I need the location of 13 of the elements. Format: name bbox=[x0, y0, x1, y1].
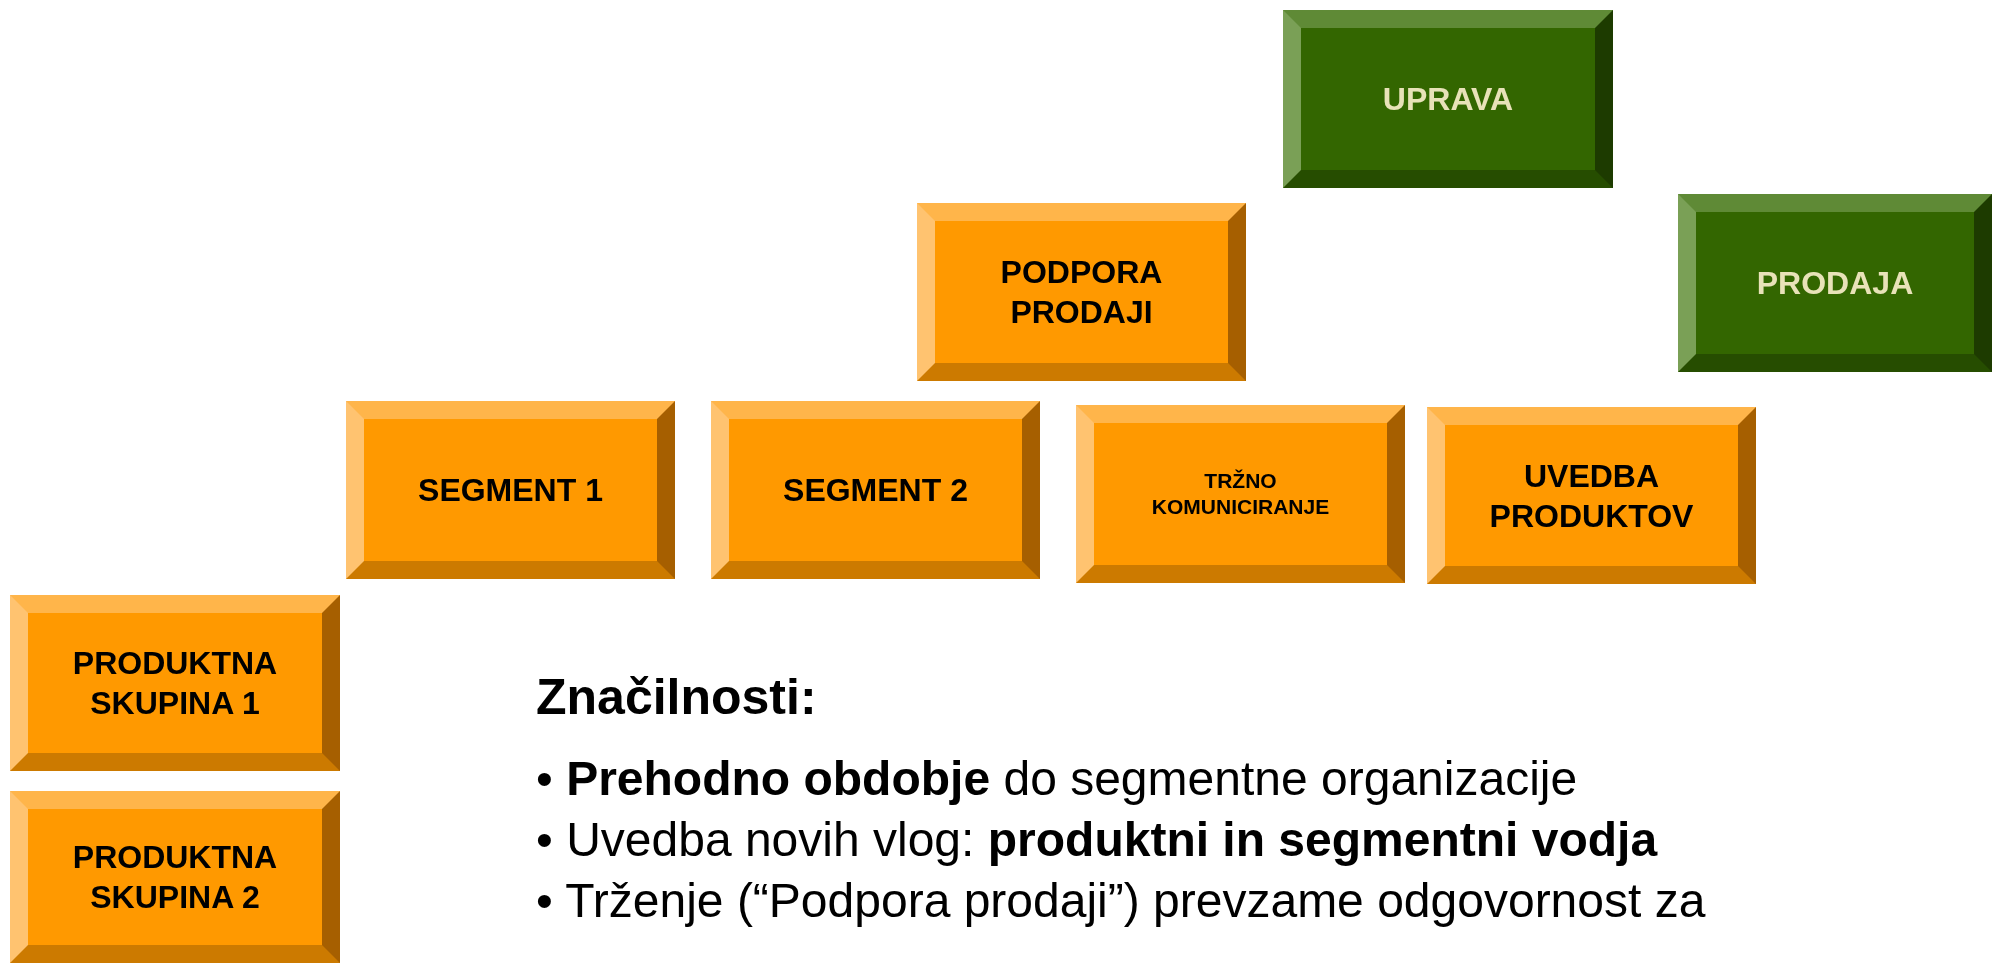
org-unit-box: PODPORA PRODAJI bbox=[917, 203, 1246, 381]
org-unit-box: SEGMENT 2 bbox=[711, 401, 1040, 579]
org-unit-box: TRŽNO KOMUNICIRANJE bbox=[1076, 405, 1405, 583]
org-unit-box: PRODAJA bbox=[1678, 194, 1992, 372]
bullet-item: • Trženje (“Podpora prodaji”) prevzame odgovornost za bbox=[536, 873, 1706, 929]
bullet-item: • Prehodno obdobje do segmentne organizacije bbox=[536, 751, 1579, 807]
org-unit-box: UPRAVA bbox=[1283, 10, 1613, 188]
bullet-item: • Uvedba novih vlog: produktni in segmentni vodja bbox=[536, 812, 1659, 868]
org-unit-box: UVEDBA PRODUKTOV bbox=[1427, 407, 1756, 584]
section-heading: Značilnosti: bbox=[536, 668, 818, 726]
org-unit-box: PRODUKTNA SKUPINA 1 bbox=[10, 595, 340, 771]
org-unit-box: PRODUKTNA SKUPINA 2 bbox=[10, 791, 340, 963]
org-unit-box: SEGMENT 1 bbox=[346, 401, 675, 579]
